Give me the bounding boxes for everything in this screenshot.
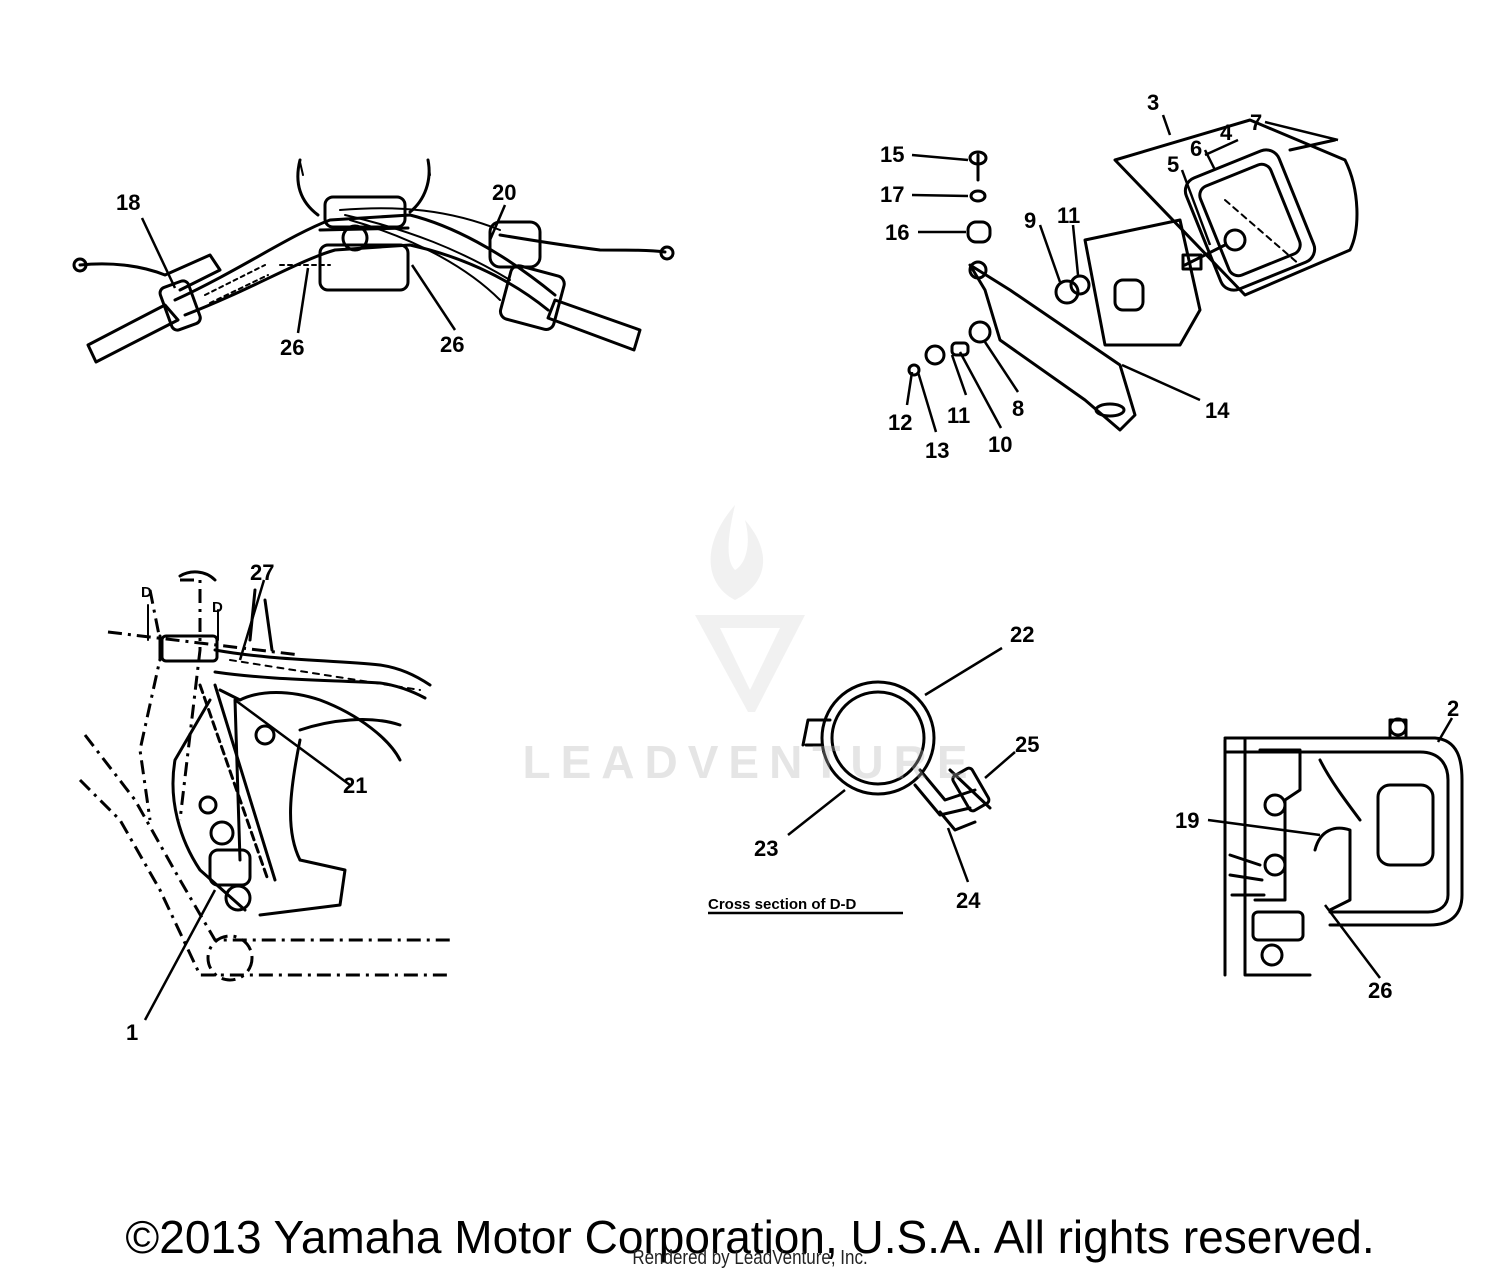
callout-16: 16 [885, 220, 909, 245]
callout-8: 8 [1012, 396, 1024, 421]
rear-carrier-view [1207, 717, 1464, 979]
cross-section-dd [708, 646, 1016, 915]
handlebar-assembly [72, 158, 675, 364]
callout-22: 22 [1010, 622, 1034, 647]
callout-19: 19 [1175, 808, 1199, 833]
callout-11: 11 [1057, 203, 1080, 228]
callout-10: 10 [988, 432, 1012, 457]
callout-1: 1 [126, 1020, 138, 1045]
callout-24: 24 [956, 888, 981, 913]
callout-21: 21 [343, 773, 367, 798]
callout-12: 12 [888, 410, 912, 435]
callout-26: 26 [280, 335, 304, 360]
callout-5: 5 [1167, 152, 1179, 177]
callout-13: 13 [925, 438, 949, 463]
callout-25: 25 [1015, 732, 1039, 757]
taillight-assembly [905, 114, 1359, 433]
section-caption: Cross section of D-D [708, 896, 857, 913]
callout-17: 17 [880, 182, 904, 207]
callout-26: 26 [1368, 978, 1392, 1003]
callout-26: 26 [440, 332, 464, 357]
callout-9: 9 [1024, 208, 1036, 233]
watermark-logo [695, 505, 805, 712]
watermark-text: LEADVENTURE [522, 736, 978, 788]
callout-18: 18 [116, 190, 140, 215]
callout-6: 6 [1190, 136, 1202, 161]
callout-2: 2 [1447, 696, 1459, 721]
callout-14: 14 [1205, 398, 1230, 423]
callout-4: 4 [1220, 120, 1233, 145]
copyright-notice: ©2013 Yamaha Motor Corporation, U.S.A. A… [125, 1211, 1375, 1263]
callout-7: 7 [1250, 110, 1262, 135]
callout-27: 27 [250, 560, 274, 585]
callout-20: 20 [492, 180, 516, 205]
callout-23: 23 [754, 836, 778, 861]
section-mark-d: D [141, 584, 152, 601]
frame-wiring-view [78, 570, 450, 1021]
rendered-by-credit: Rendered by LeadVenture, Inc. [632, 1247, 868, 1269]
callout-3: 3 [1147, 90, 1159, 115]
callout-labels: 18 20 26 26 3 4 7 5 6 15 17 16 9 11 8 10… [116, 90, 1459, 1045]
callout-11: 11 [947, 403, 970, 428]
section-mark-d: D [212, 599, 223, 616]
callout-15: 15 [880, 142, 904, 167]
